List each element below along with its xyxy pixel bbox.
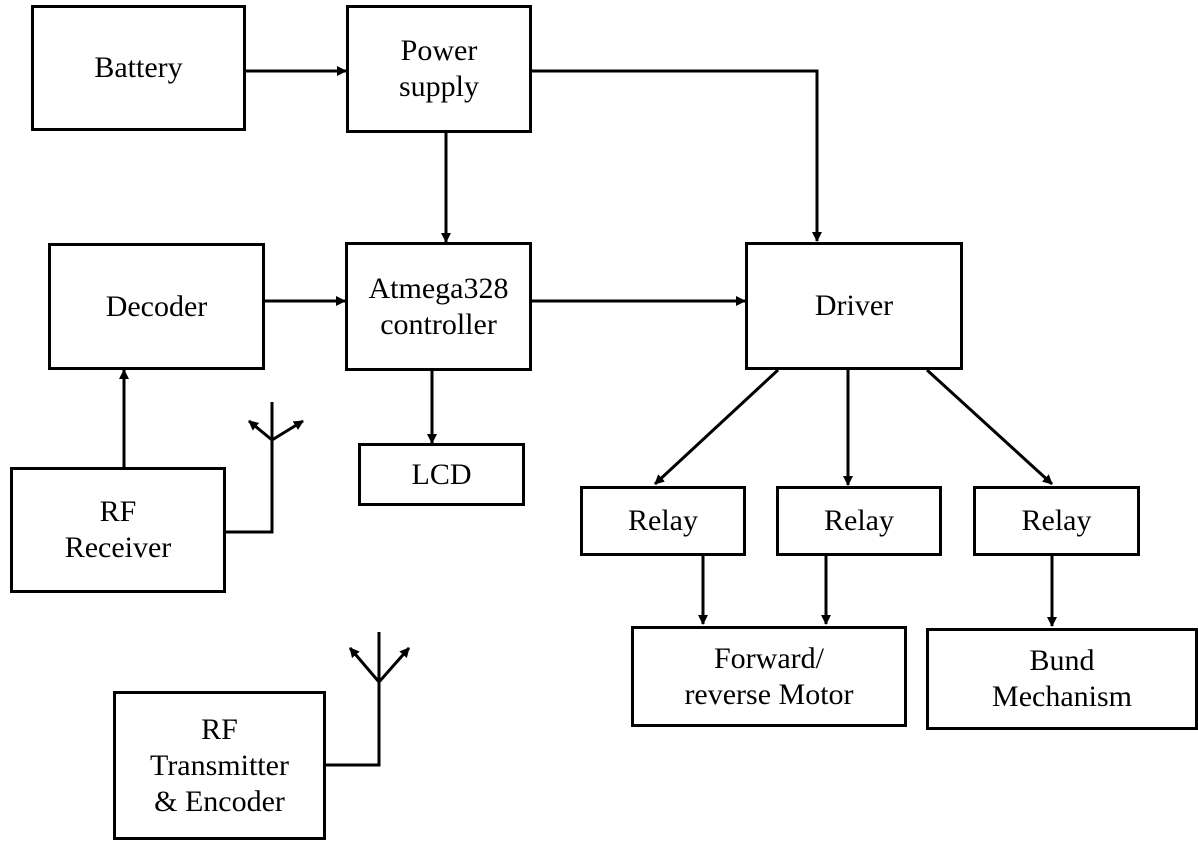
block-label-line: supply xyxy=(398,70,479,103)
block-label-line: reverse Motor xyxy=(684,677,854,711)
block-label-line: Battery xyxy=(94,51,183,84)
block-label-line: controller xyxy=(380,307,497,341)
block-label-line: Mechanism xyxy=(992,680,1132,713)
decoder-label: Decoder xyxy=(106,289,208,325)
block-label-line: Power xyxy=(400,34,478,67)
block-label-line: Driver xyxy=(814,289,894,322)
battery-label: Battery xyxy=(94,50,182,86)
block-label-line: Forward/ xyxy=(714,641,824,675)
block-label-line: RF xyxy=(201,712,238,746)
block-label-line: Receiver xyxy=(64,531,172,564)
lcd-label: LCD xyxy=(412,457,472,493)
block-label-line: Atmega328 xyxy=(368,271,509,305)
block-label-line: Bund xyxy=(1029,644,1095,677)
relay-2-label: Relay xyxy=(824,503,894,539)
arrow-driver-to-relay-3 xyxy=(925,368,1054,486)
block-label-line: RF xyxy=(99,495,137,528)
block-label-line: & Encoder xyxy=(154,784,285,818)
transmitter-antenna-icon xyxy=(326,632,411,767)
block-label-line: LCD xyxy=(411,457,472,491)
driver-block: Driver xyxy=(745,242,963,370)
decoder-block: Decoder xyxy=(48,243,265,370)
arrow-power-supply-to-driver xyxy=(532,69,822,242)
block-label-line: Relay xyxy=(628,504,698,537)
motor-label: Forward/reverse Motor xyxy=(684,641,853,713)
motor-block: Forward/reverse Motor xyxy=(631,626,907,727)
block-label-line: Transmitter xyxy=(150,748,289,782)
relay-2-block: Relay xyxy=(776,486,942,556)
relay-1-label: Relay xyxy=(628,503,698,539)
arrow-driver-to-relay-1 xyxy=(653,368,780,486)
driver-label: Driver xyxy=(815,288,893,324)
block-label-line: Relay xyxy=(1021,504,1092,537)
relay-3-block: Relay xyxy=(973,486,1140,556)
block-label-line: Decoder xyxy=(105,289,208,323)
battery-block: Battery xyxy=(31,5,246,131)
relay-1-block: Relay xyxy=(580,486,746,556)
relay-3-label: Relay xyxy=(1022,503,1092,539)
block-label-line: Relay xyxy=(824,504,894,537)
receiver-antenna-icon xyxy=(226,402,304,534)
lcd-block: LCD xyxy=(358,443,525,506)
